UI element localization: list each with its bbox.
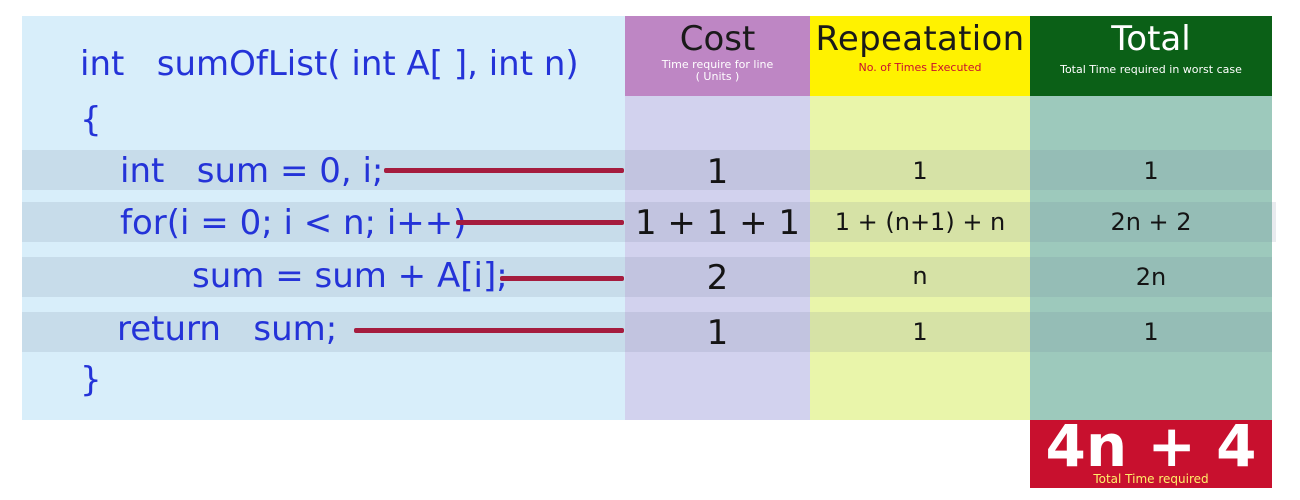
code-line-sum-update: sum = sum + A[i]; xyxy=(192,256,508,296)
cost-subtitle-line-1: Time require for line xyxy=(661,58,774,71)
cost-column xyxy=(625,96,810,420)
final-total-box: 4n + 4 Total Time required xyxy=(1030,414,1272,488)
repetition-value-row-1: 1 xyxy=(912,157,928,185)
total-title: Total xyxy=(1111,19,1191,59)
cost-subtitle: Time require for line ( Units ) xyxy=(625,59,810,83)
repetition-value-row-4: 1 xyxy=(912,318,928,346)
total-subtitle: Total Time required in worst case xyxy=(1060,63,1242,76)
connector-line-4 xyxy=(354,328,624,333)
repetition-value-row-3: n xyxy=(912,262,928,290)
final-total-label: Total Time required xyxy=(1093,472,1209,486)
code-line-close-brace: } xyxy=(80,360,102,400)
code-line-for-loop: for(i = 0; i < n; i++) xyxy=(120,203,467,243)
repetition-subtitle: No. of Times Executed xyxy=(858,61,982,74)
code-line-return: return sum; xyxy=(117,309,338,349)
cost-value-row-1: 1 xyxy=(706,152,729,192)
repetition-header: Repeatation No. of Times Executed xyxy=(810,16,1030,96)
repetition-column xyxy=(810,96,1030,420)
cost-value-row-2: 1 + 1 + 1 xyxy=(634,203,801,243)
cost-value-row-4: 1 xyxy=(706,313,729,353)
total-column xyxy=(1030,96,1272,420)
code-line-open-brace: { xyxy=(80,100,102,140)
code-line-signature: int sumOfList( int A[ ], int n) xyxy=(80,44,579,84)
cost-header: Cost Time require for line ( Units ) xyxy=(625,16,810,96)
row-stripe-2 xyxy=(22,202,1276,242)
connector-line-2 xyxy=(456,220,624,225)
total-header: Total Total Time required in worst case xyxy=(1030,16,1272,96)
connector-line-3 xyxy=(500,276,624,281)
repetition-title: Repeatation xyxy=(815,19,1025,59)
cost-title: Cost xyxy=(679,19,756,59)
total-value-row-3: 2n xyxy=(1135,263,1167,291)
code-panel xyxy=(22,16,625,420)
row-stripe-4 xyxy=(22,312,1272,352)
final-total-value: 4n + 4 xyxy=(1045,412,1257,480)
cost-subtitle-line-2: ( Units ) xyxy=(695,70,740,83)
cost-value-row-3: 2 xyxy=(706,258,729,298)
total-value-row-2: 2n + 2 xyxy=(1110,208,1192,236)
row-stripe-3 xyxy=(22,257,1272,297)
row-stripe-1 xyxy=(22,150,1272,190)
total-value-row-1: 1 xyxy=(1143,157,1159,185)
repetition-value-row-2: 1 + (n+1) + n xyxy=(834,208,1006,236)
total-value-row-4: 1 xyxy=(1143,318,1159,346)
connector-line-1 xyxy=(384,168,624,173)
code-line-declaration: int sum = 0, i; xyxy=(120,151,384,191)
